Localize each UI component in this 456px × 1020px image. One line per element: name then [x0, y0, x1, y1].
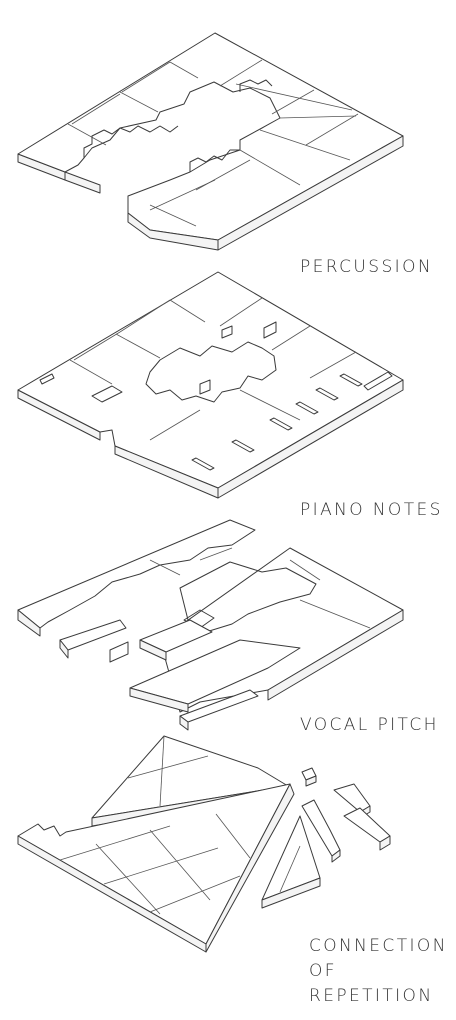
label-connection-of-repetition: CONNECTION OF REPETITION [309, 934, 448, 1009]
label-connection-line3: REPETITION [309, 986, 434, 1006]
label-piano-notes: PIANO NOTES [300, 500, 443, 520]
label-connection-line1: CONNECTION [309, 936, 448, 956]
label-connection-line2: OF [309, 961, 337, 981]
label-vocal-pitch: VOCAL PITCH [300, 715, 439, 735]
layer-connection-of-repetition [17, 735, 391, 953]
layer-vocal-pitch [17, 519, 404, 731]
label-percussion: PERCUSSION [300, 257, 433, 277]
layer-percussion [17, 32, 404, 251]
layer-piano-notes [17, 271, 404, 499]
